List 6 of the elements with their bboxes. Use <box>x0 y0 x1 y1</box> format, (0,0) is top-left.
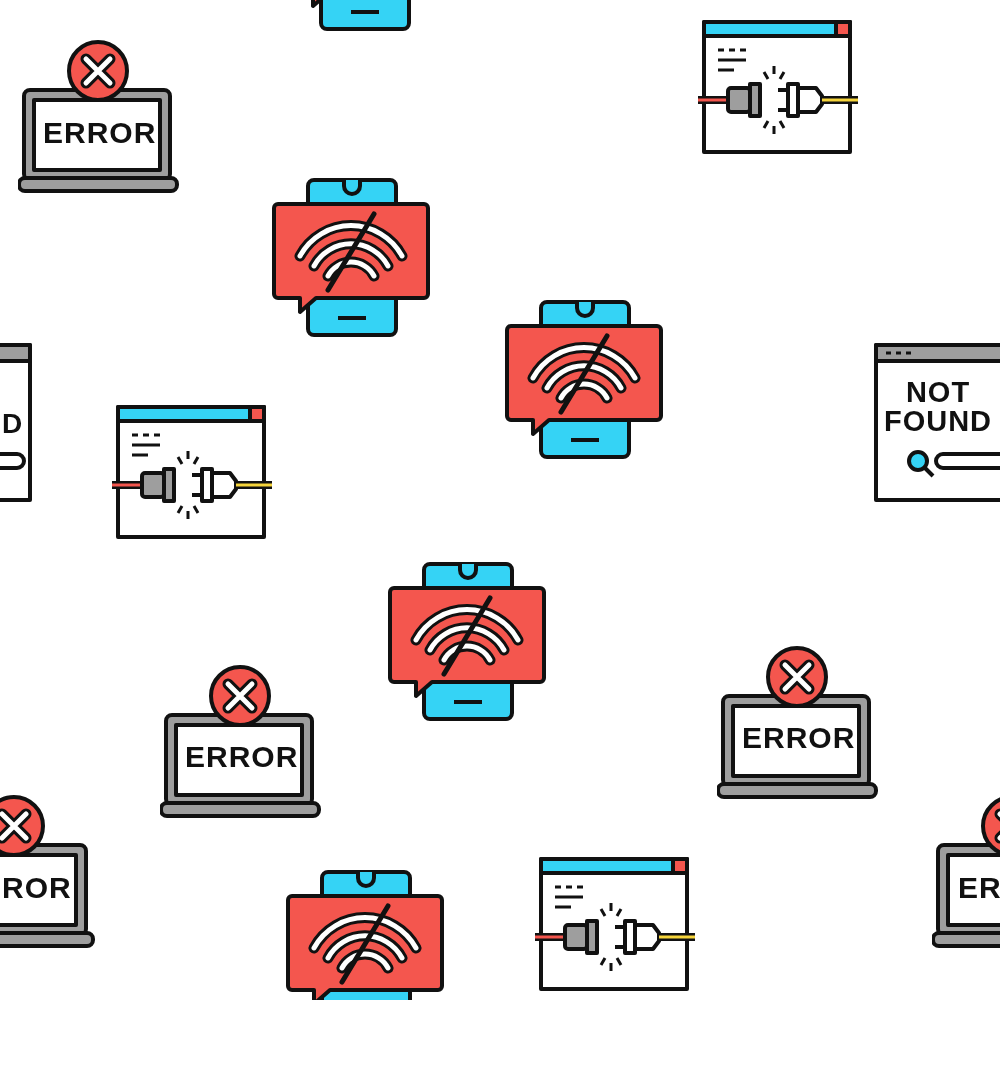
error-text: ERROR <box>742 723 856 753</box>
error-text: ERROR <box>185 742 299 772</box>
letter-text: D <box>2 410 24 438</box>
error-text: ROR <box>2 873 72 903</box>
not-found-text: NOT FOUND <box>882 378 994 436</box>
error-text: ERROR <box>43 118 157 148</box>
